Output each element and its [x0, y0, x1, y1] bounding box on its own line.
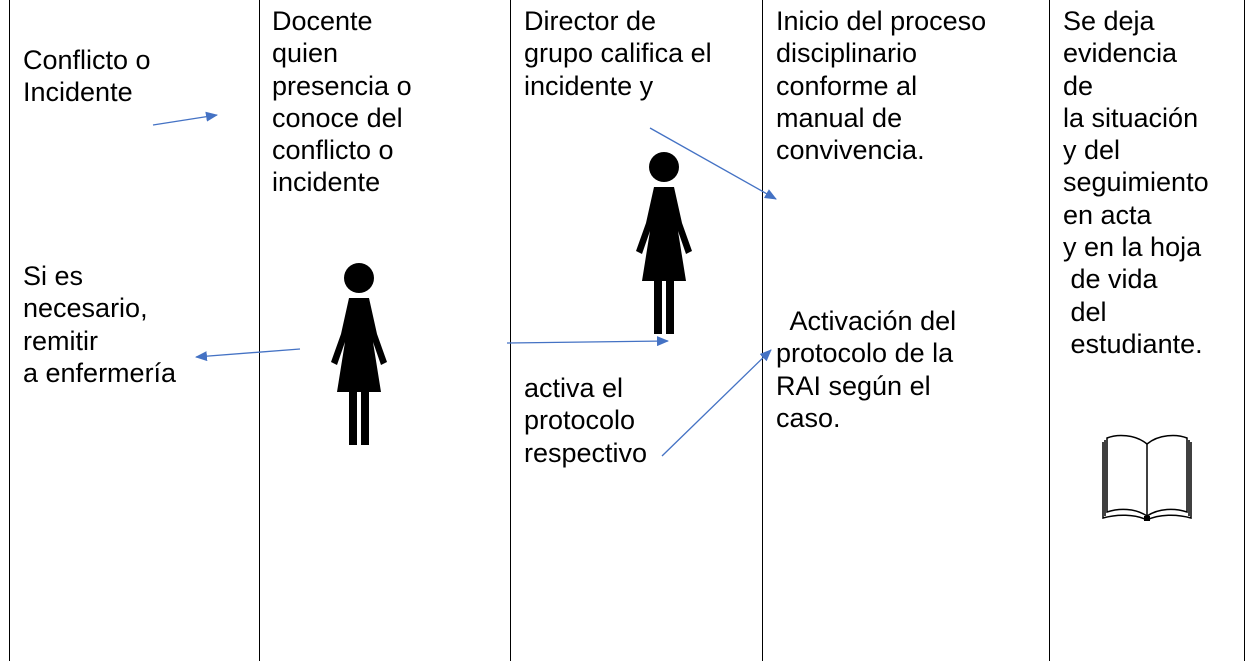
text-line: activa el [524, 373, 624, 403]
teacher-woman-icon [331, 263, 387, 445]
text-line: conflicto o [272, 135, 394, 166]
text-line: evidencia [1063, 38, 1178, 69]
text-line: en acta [1063, 199, 1152, 230]
text-line: a enfermería [23, 357, 177, 388]
text-line: disciplinario [776, 38, 918, 69]
text-line: Se deja [1063, 6, 1155, 36]
column-3 [510, 0, 763, 661]
arrow-director-to-disciplinary [649, 127, 777, 200]
text-line: remitir [23, 325, 98, 356]
text-line: manual de [776, 102, 903, 133]
arrow-incident-to-teacher [152, 111, 218, 126]
text-line: de [1063, 70, 1094, 101]
text-line: Inicio del proceso [776, 6, 987, 36]
text-line: Docente [272, 6, 373, 36]
column-1 [9, 0, 260, 661]
arrow-teacher-to-nursing [195, 348, 301, 362]
director-woman-icon [636, 152, 692, 334]
text-line: conforme al [776, 70, 918, 101]
arrow-protocol-to-rai [661, 349, 772, 457]
text-line: Incidente [23, 77, 133, 108]
text-line: necesario, [23, 293, 148, 324]
text-line: presencia o [272, 70, 412, 101]
text-line: protocolo de la [776, 338, 954, 369]
text-line: protocolo [524, 405, 636, 436]
column-2 [259, 0, 511, 661]
text-line: Si es [23, 261, 84, 291]
text-line: convivencia. [776, 135, 925, 166]
text-line: RAI según el [776, 370, 931, 401]
text-line: seguimiento [1063, 167, 1209, 198]
text-line: del [1063, 296, 1107, 327]
text-line: respectivo [524, 437, 648, 468]
text-line: caso. [776, 402, 841, 433]
text-line: quien [272, 38, 339, 69]
text-line: la situación [1063, 102, 1199, 133]
text-line: incidente [272, 167, 381, 198]
text-line: grupo califica el [524, 38, 712, 69]
text-line: Conflicto o [23, 45, 151, 75]
arrow-teacher-to-director [506, 336, 669, 347]
text-line: y del [1063, 135, 1121, 166]
open-book-icon [1102, 434, 1192, 521]
column-5 [1049, 0, 1245, 661]
column-4 [762, 0, 1050, 661]
text-line: y en la hoja [1063, 232, 1202, 263]
text-line: Activación del [776, 306, 957, 336]
text-line: de vida [1063, 264, 1158, 295]
text-line: incidente y [524, 70, 654, 101]
text-line: Director de [524, 6, 657, 36]
text-line: estudiante. [1063, 328, 1203, 359]
text-line: conoce del [272, 102, 403, 133]
